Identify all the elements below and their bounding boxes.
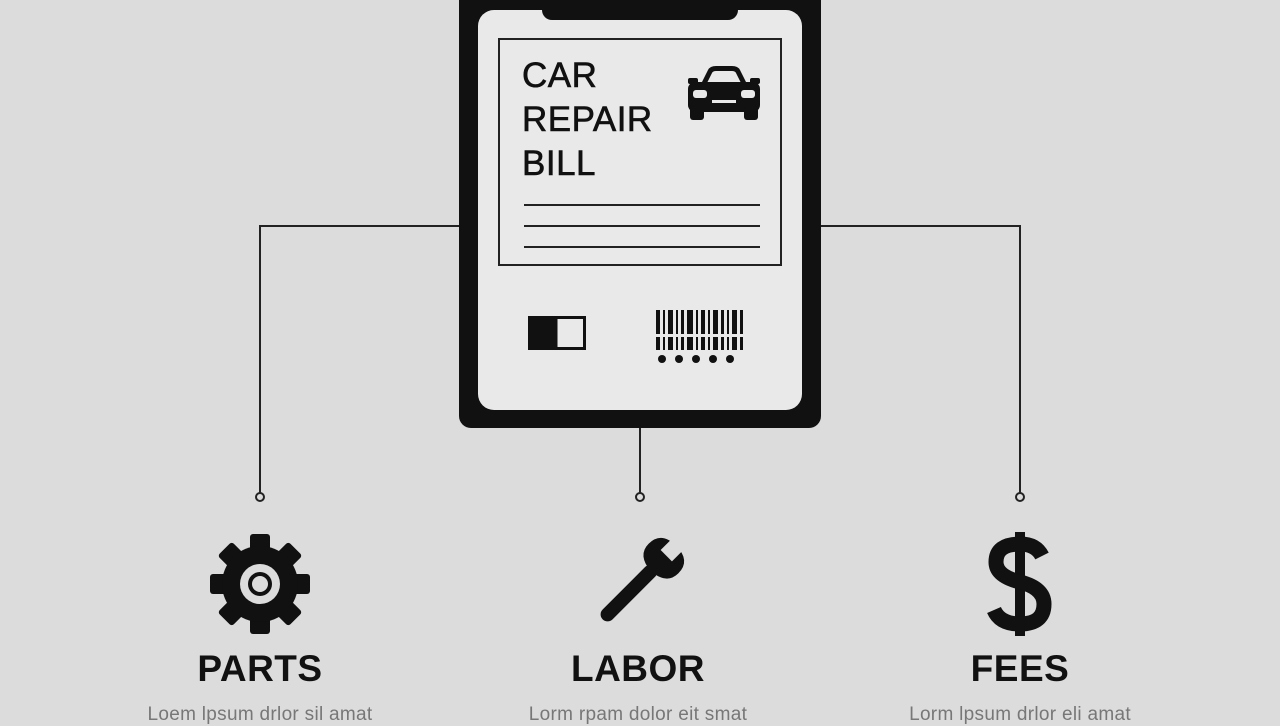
category-labor: LABOR Lorm rpam dolor eit smat	[508, 530, 768, 726]
category-label-parts: PARTS	[197, 648, 323, 689]
car-icon	[688, 66, 760, 120]
device-screen: CAR REPAIR BILL	[478, 10, 802, 410]
barcode-icon	[654, 310, 746, 363]
repair-bill-device: CAR REPAIR BILL	[459, 0, 821, 428]
bill-line-2	[524, 225, 760, 227]
bill-line-1	[524, 204, 760, 206]
bill-line-3	[524, 246, 760, 248]
bill-title: CAR REPAIR BILL	[522, 54, 672, 186]
connector-fees	[821, 225, 1021, 493]
connector-parts	[259, 225, 459, 493]
toggle-switch-icon	[528, 316, 586, 350]
wrench-icon	[600, 537, 685, 622]
connector-fees-endpoint	[1015, 492, 1025, 502]
bill-title-line-2: REPAIR	[522, 100, 653, 140]
bill-title-line-1: CAR	[522, 56, 598, 96]
category-label-labor: LABOR	[570, 648, 706, 689]
gear-icon	[210, 534, 310, 634]
bill-title-line-3: BILL	[522, 144, 596, 184]
category-description-parts: Loem lpsum drlor sil amat	[147, 704, 373, 725]
device-notch	[542, 0, 738, 20]
dollar-icon	[987, 532, 1052, 636]
bill-card: CAR REPAIR BILL	[498, 38, 782, 266]
category-parts: PARTS Loem lpsum drlor sil amat	[130, 530, 390, 726]
category-description-labor: Lorm rpam dolor eit smat	[528, 704, 748, 725]
category-fees: FEES Lorm lpsum drlor eli amat	[890, 530, 1150, 726]
connector-labor-endpoint	[635, 492, 645, 502]
category-label-fees: FEES	[970, 648, 1070, 689]
connector-parts-endpoint	[255, 492, 265, 502]
category-description-fees: Lorm lpsum drlor eli amat	[909, 704, 1131, 725]
